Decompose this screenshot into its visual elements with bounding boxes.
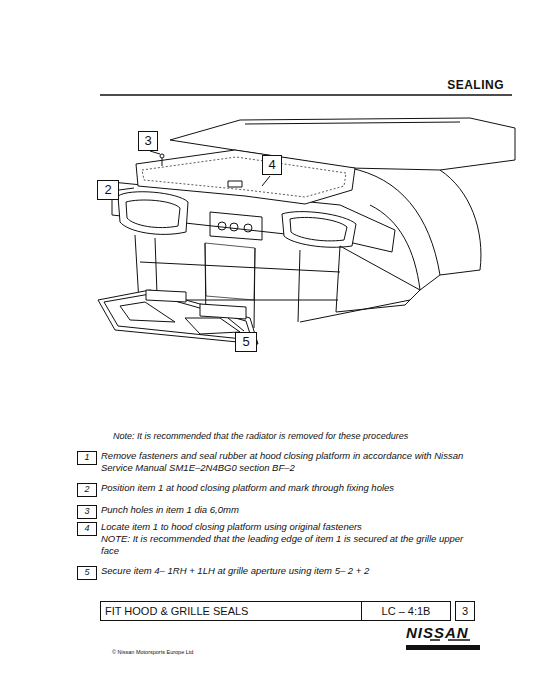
step-text: Position item 1 at hood closing platform…: [101, 482, 491, 494]
box-text: 5: [84, 568, 89, 578]
leader-line: [119, 188, 134, 190]
step-number: 2: [77, 483, 97, 497]
step-text: Punch holes in item 1 dia 6,0mm: [101, 504, 491, 516]
box-text: 3: [84, 507, 89, 517]
box-text: 2: [104, 183, 111, 197]
footer-page-cell: 3: [455, 601, 475, 621]
box-text: 2: [84, 485, 89, 495]
box-text: 4: [268, 158, 275, 172]
grille: [98, 290, 258, 344]
step-number: 1: [77, 451, 97, 465]
box-text: 1: [84, 453, 89, 463]
section-heading: SEALING: [447, 78, 504, 93]
headlight: [282, 212, 356, 248]
callout-number: 3: [138, 131, 158, 151]
leader-line: [228, 318, 244, 331]
logo-bar: [406, 645, 480, 650]
box-text: FIT HOOD & GRILLE SEALS: [105, 605, 248, 617]
grille-seal: [146, 290, 186, 302]
leader-line: [262, 176, 270, 186]
badge-panel: [210, 212, 262, 240]
note-text: Note: It is recommended that the radiato…: [113, 431, 513, 442]
step-text: Locate item 1 to hood closing platform u…: [101, 521, 491, 533]
leader-line: [150, 151, 160, 154]
box-text: 4: [84, 524, 89, 534]
grille-seal: [200, 304, 246, 319]
footer-code-cell: LC – 4:1B: [361, 601, 451, 621]
callout-number: 2: [97, 180, 119, 200]
step-number: 5: [77, 566, 97, 580]
box-text: 5: [242, 335, 249, 349]
step-number: 4: [77, 522, 97, 536]
box-text: LC – 4:1B: [382, 605, 431, 617]
brand-logo: NISSAN: [406, 624, 486, 643]
footer-title-cell: FIT HOOD & GRILLE SEALS: [100, 601, 362, 621]
box-text: 3: [462, 605, 468, 617]
header-rule: [100, 94, 512, 96]
headlight: [118, 192, 188, 235]
fastener: [160, 154, 164, 158]
box-text: 3: [144, 134, 151, 148]
step-text: Remove fasteners and seal rubber at hood…: [101, 450, 491, 474]
callout-number: 4: [262, 155, 282, 175]
step-text: Secure item 4– 1RH + 1LH at grille apert…: [101, 565, 491, 577]
step-number: 3: [77, 505, 97, 519]
callout-number: 5: [235, 332, 257, 352]
step-note-text: NOTE: It is recommended that the leading…: [101, 533, 481, 557]
copyright-text: © Nissan Motorsports Europe Ltd: [112, 649, 312, 656]
